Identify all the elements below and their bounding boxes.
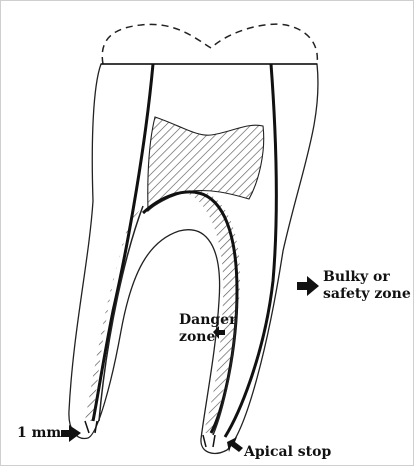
bulky-zone-line-1: Bulky or: [323, 269, 411, 286]
apical-stop-label: Apical stop: [244, 444, 331, 461]
danger-zone-line-2: zone: [179, 329, 236, 346]
tooth-outline: [69, 64, 318, 453]
bulky-zone-line-2: safety zone: [323, 286, 411, 303]
one-mm-label: 1 mm: [17, 425, 61, 442]
danger-zone-label: Danger zone: [179, 312, 236, 346]
danger-zone-line-1: Danger: [179, 312, 236, 329]
bulky-zone-label: Bulky or safety zone: [323, 269, 411, 303]
bulky-zone-arrow: [297, 276, 319, 296]
crown-outline: [102, 24, 317, 64]
